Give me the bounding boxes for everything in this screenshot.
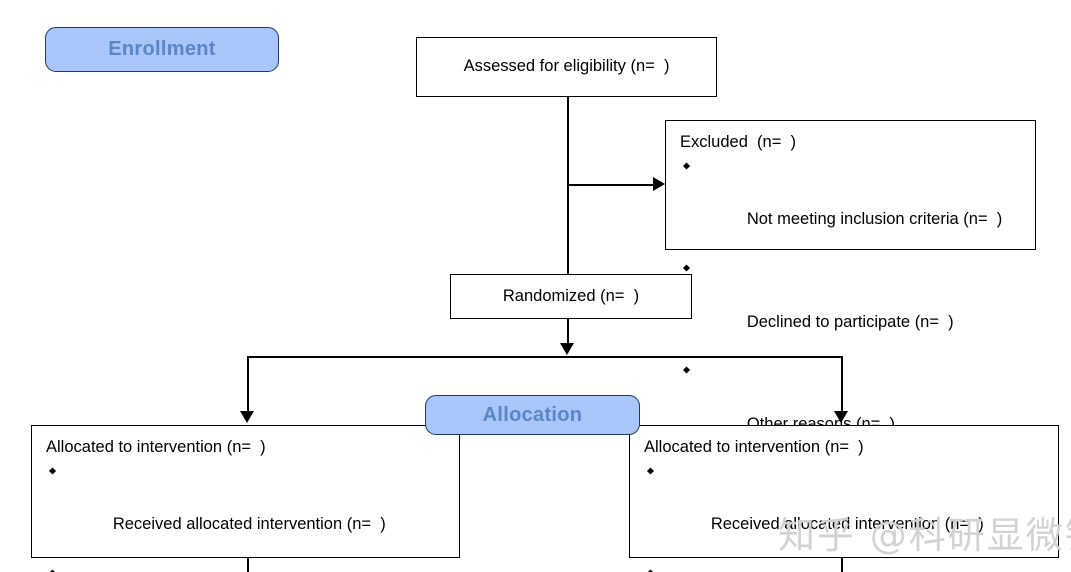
connector-right-allocation-stem: [841, 356, 843, 413]
stage-badge-enrollment-label: Enrollment: [108, 38, 216, 60]
diamond-bullet-icon: [48, 467, 57, 475]
list-item-label: Not meeting inclusion criteria (n= ): [746, 210, 1003, 229]
stage-badge-allocation-label: Allocation: [482, 403, 583, 426]
connector-to-excluded-arrowhead: [653, 177, 665, 191]
list-item-label: Declined to participate (n= ): [746, 312, 954, 331]
connector-left-allocation-outflow: [247, 558, 249, 572]
connector-right-allocation-arrowhead: [834, 411, 848, 423]
connector-to-excluded-line: [567, 184, 653, 186]
connector-left-allocation-arrowhead: [240, 411, 254, 423]
stage-badge-allocation: Allocation: [425, 395, 640, 435]
node-allocated-right: Allocated to intervention (n= ) Received…: [629, 425, 1059, 572]
node-allocated-left: Allocated to intervention (n= ) Received…: [31, 425, 460, 572]
node-allocated-left-bullet-list: Received allocated intervention (n= ) Di…: [46, 462, 447, 572]
node-randomized: Randomized (n= ): [450, 274, 692, 319]
node-excluded-title: Excluded (n= ): [680, 133, 797, 151]
node-randomized-title: Randomized (n= ): [502, 286, 640, 305]
connector-allocation-fork-rail: [247, 356, 842, 358]
connector-randomized-arrowhead: [560, 343, 574, 355]
node-allocated-right-title: Allocated to intervention (n= ): [644, 438, 864, 456]
connector-right-allocation-outflow: [841, 558, 843, 572]
node-excluded: Excluded (n= ) Not meeting inclusion cri…: [665, 120, 1036, 433]
diamond-bullet-icon: [682, 366, 691, 374]
node-assessed-for-eligibility: Assessed for eligibility (n= ): [416, 37, 717, 97]
connector-left-allocation-stem: [247, 356, 249, 413]
list-item: Received allocated intervention (n= ): [644, 462, 1046, 562]
diamond-bullet-icon: [682, 264, 691, 272]
list-item-label: Received allocated intervention (n= ): [112, 515, 386, 534]
list-item: Not meeting inclusion criteria (n= ): [680, 157, 1023, 257]
list-item: Did not receive allocated intervention (…: [46, 564, 447, 572]
list-item: Received allocated intervention (n= ): [46, 462, 447, 562]
node-assessed-for-eligibility-title: Assessed for eligibility (n= ): [463, 57, 670, 76]
list-item: Did not receive allocated intervention (…: [644, 564, 1046, 572]
list-item-label: Received allocated intervention (n= ): [710, 515, 984, 534]
connector-randomized-stem: [567, 319, 569, 345]
diamond-bullet-icon: [682, 162, 691, 170]
list-item: Declined to participate (n= ): [680, 259, 1023, 359]
node-allocated-left-title: Allocated to intervention (n= ): [46, 438, 266, 456]
diamond-bullet-icon: [646, 467, 655, 475]
stage-badge-enrollment: Enrollment: [45, 27, 279, 72]
node-allocated-right-bullet-list: Received allocated intervention (n= ) Di…: [644, 462, 1046, 572]
node-excluded-bullet-list: Not meeting inclusion criteria (n= ) Dec…: [680, 157, 1023, 462]
